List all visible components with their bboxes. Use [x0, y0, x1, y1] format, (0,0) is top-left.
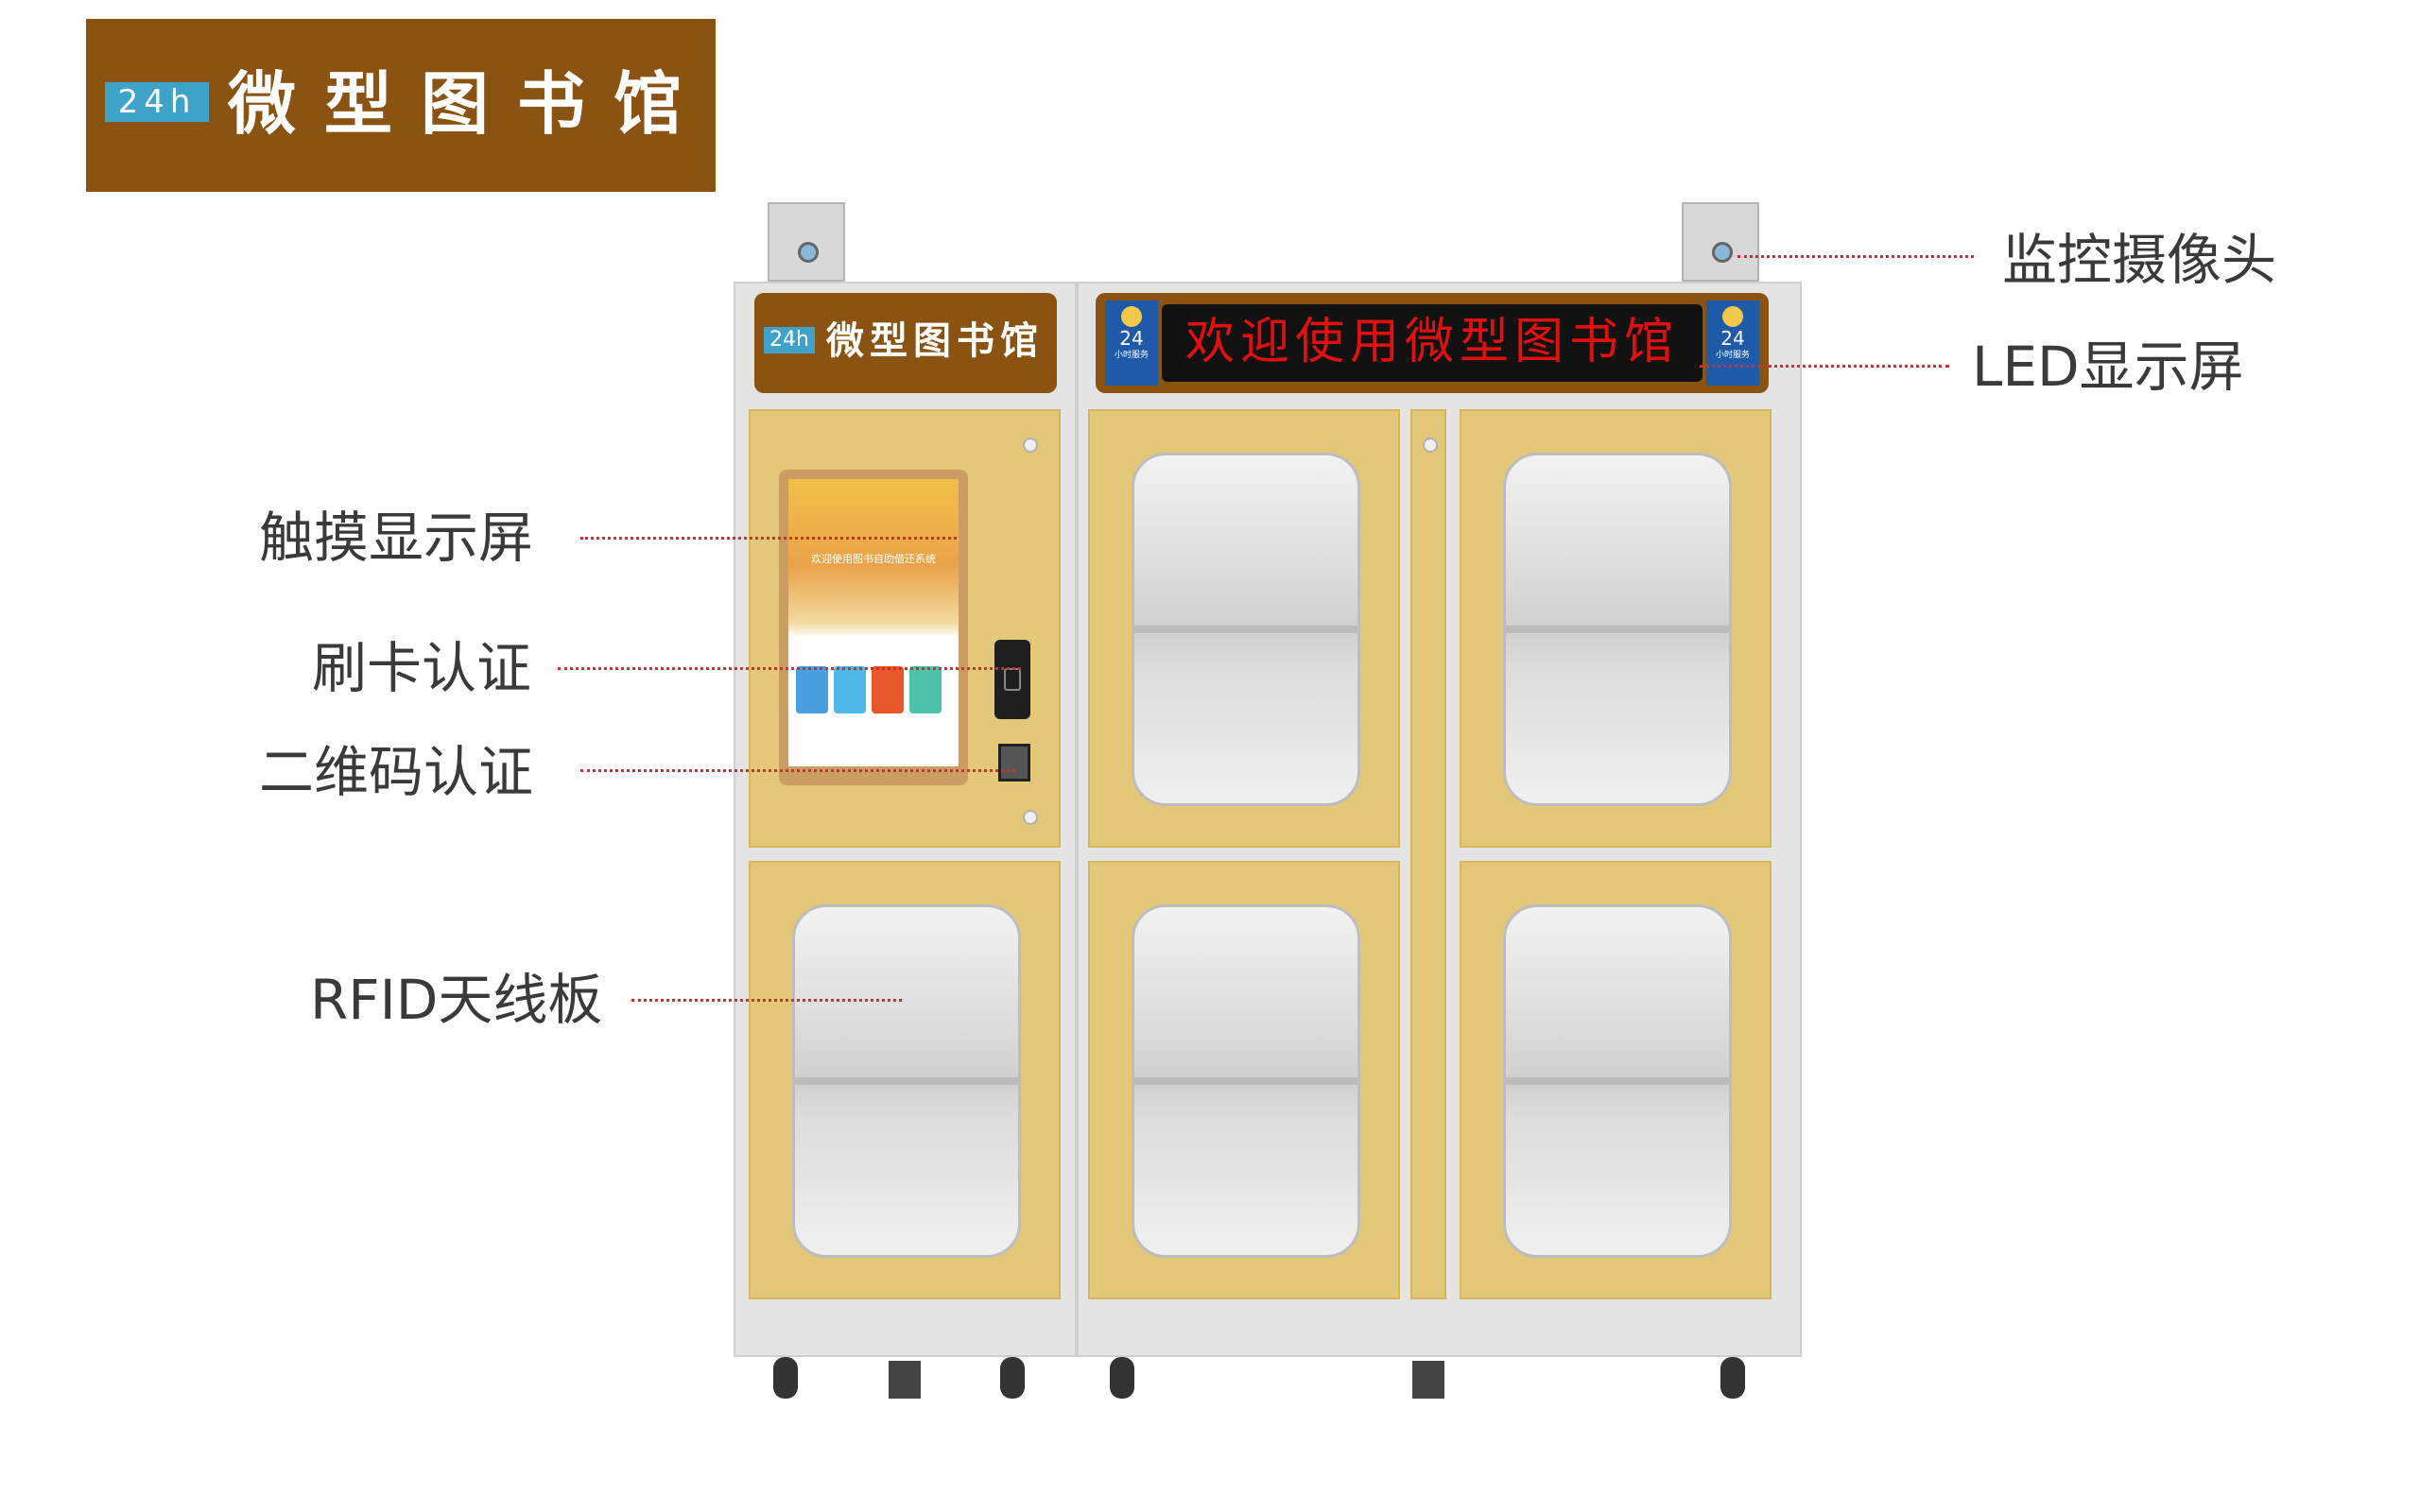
shelf — [1506, 1077, 1729, 1085]
compartment-window — [1503, 453, 1732, 806]
control-panel: 欢迎使用图书自助借还系统 — [749, 409, 1061, 848]
led-side-right: 24 小时服务 — [1706, 301, 1759, 386]
compartment-window — [1132, 453, 1360, 806]
led-side-number: 24 — [1720, 327, 1745, 350]
led-side-caption: 小时服务 — [1114, 351, 1149, 360]
label-card: 刷卡认证 — [312, 636, 532, 700]
leveling-foot — [889, 1361, 921, 1399]
compartment-window — [1132, 904, 1360, 1258]
card-reader[interactable] — [994, 640, 1030, 719]
leader-qr — [580, 769, 1015, 772]
banner-24h-badge: 24h — [105, 82, 209, 122]
lock-knob — [1023, 810, 1038, 825]
sun-icon — [1121, 306, 1142, 327]
label-led: LED显示屏 — [1972, 335, 2244, 399]
compartment-window — [1503, 904, 1732, 1258]
shelf — [795, 1077, 1018, 1085]
sun-icon — [1722, 306, 1743, 327]
card-icon — [1004, 668, 1021, 691]
cabinet-sign-badge: 24h — [764, 327, 815, 353]
shelf — [1134, 1077, 1357, 1085]
screen-welcome-text: 欢迎使用图书自助借还系统 — [811, 553, 936, 565]
title-banner: 24h 微型图书馆 — [86, 19, 716, 192]
return-tile[interactable] — [834, 666, 866, 713]
led-side-caption: 小时服务 — [1715, 351, 1750, 360]
leader-touch-screen — [580, 537, 957, 540]
leader-camera — [1737, 255, 1974, 258]
label-qr: 二维码认证 — [259, 740, 534, 804]
touch-screen-bezel: 欢迎使用图书自助借还系统 — [779, 470, 968, 785]
door-hinge-strip — [1410, 409, 1446, 1299]
label-rfid: RFID天线板 — [310, 968, 603, 1032]
cabinet-divider — [1075, 282, 1079, 1357]
shelf — [1134, 626, 1357, 633]
qr-scanner[interactable] — [998, 744, 1030, 782]
led-text: 欢迎使用微型图书馆 — [1162, 304, 1703, 382]
cabinet-sign: 24h 微型图书馆 — [754, 293, 1057, 393]
lock-knob — [1023, 438, 1038, 453]
led-side-left: 24 小时服务 — [1105, 301, 1158, 386]
label-touch-screen: 触摸显示屏 — [259, 506, 534, 570]
query-tile[interactable] — [872, 666, 904, 713]
leader-led — [1700, 365, 1949, 368]
touch-screen[interactable]: 欢迎使用图书自助借还系统 — [788, 479, 959, 766]
shelf — [1506, 626, 1729, 633]
banner-title: 微型图书馆 — [228, 64, 711, 144]
account-tile[interactable] — [909, 666, 942, 713]
camera-lens-icon — [1712, 242, 1733, 263]
compartment-bottom-middle — [1088, 861, 1400, 1299]
cabinet-sign-title: 微型图书馆 — [826, 319, 1044, 363]
caster-wheel — [1720, 1357, 1745, 1399]
lock-knob — [1423, 438, 1438, 453]
caster-wheel — [1000, 1357, 1025, 1399]
camera-lens-icon — [798, 242, 819, 263]
security-camera-left — [768, 202, 845, 282]
compartment-bottom-left — [749, 861, 1061, 1299]
borrow-tile[interactable] — [796, 666, 828, 713]
led-side-number: 24 — [1119, 327, 1144, 350]
leveling-foot — [1412, 1361, 1444, 1399]
leader-card — [558, 667, 1021, 670]
leader-rfid — [631, 999, 902, 1002]
compartment-window — [792, 904, 1021, 1258]
compartment-top-middle — [1088, 409, 1400, 848]
compartment-bottom-right — [1460, 861, 1772, 1299]
led-housing: 24 小时服务 欢迎使用微型图书馆 24 小时服务 — [1096, 293, 1769, 393]
caster-wheel — [1110, 1357, 1134, 1399]
compartment-top-right — [1460, 409, 1772, 848]
caster-wheel — [773, 1357, 798, 1399]
security-camera-right — [1682, 202, 1759, 282]
label-camera: 监控摄像头 — [2002, 228, 2277, 292]
